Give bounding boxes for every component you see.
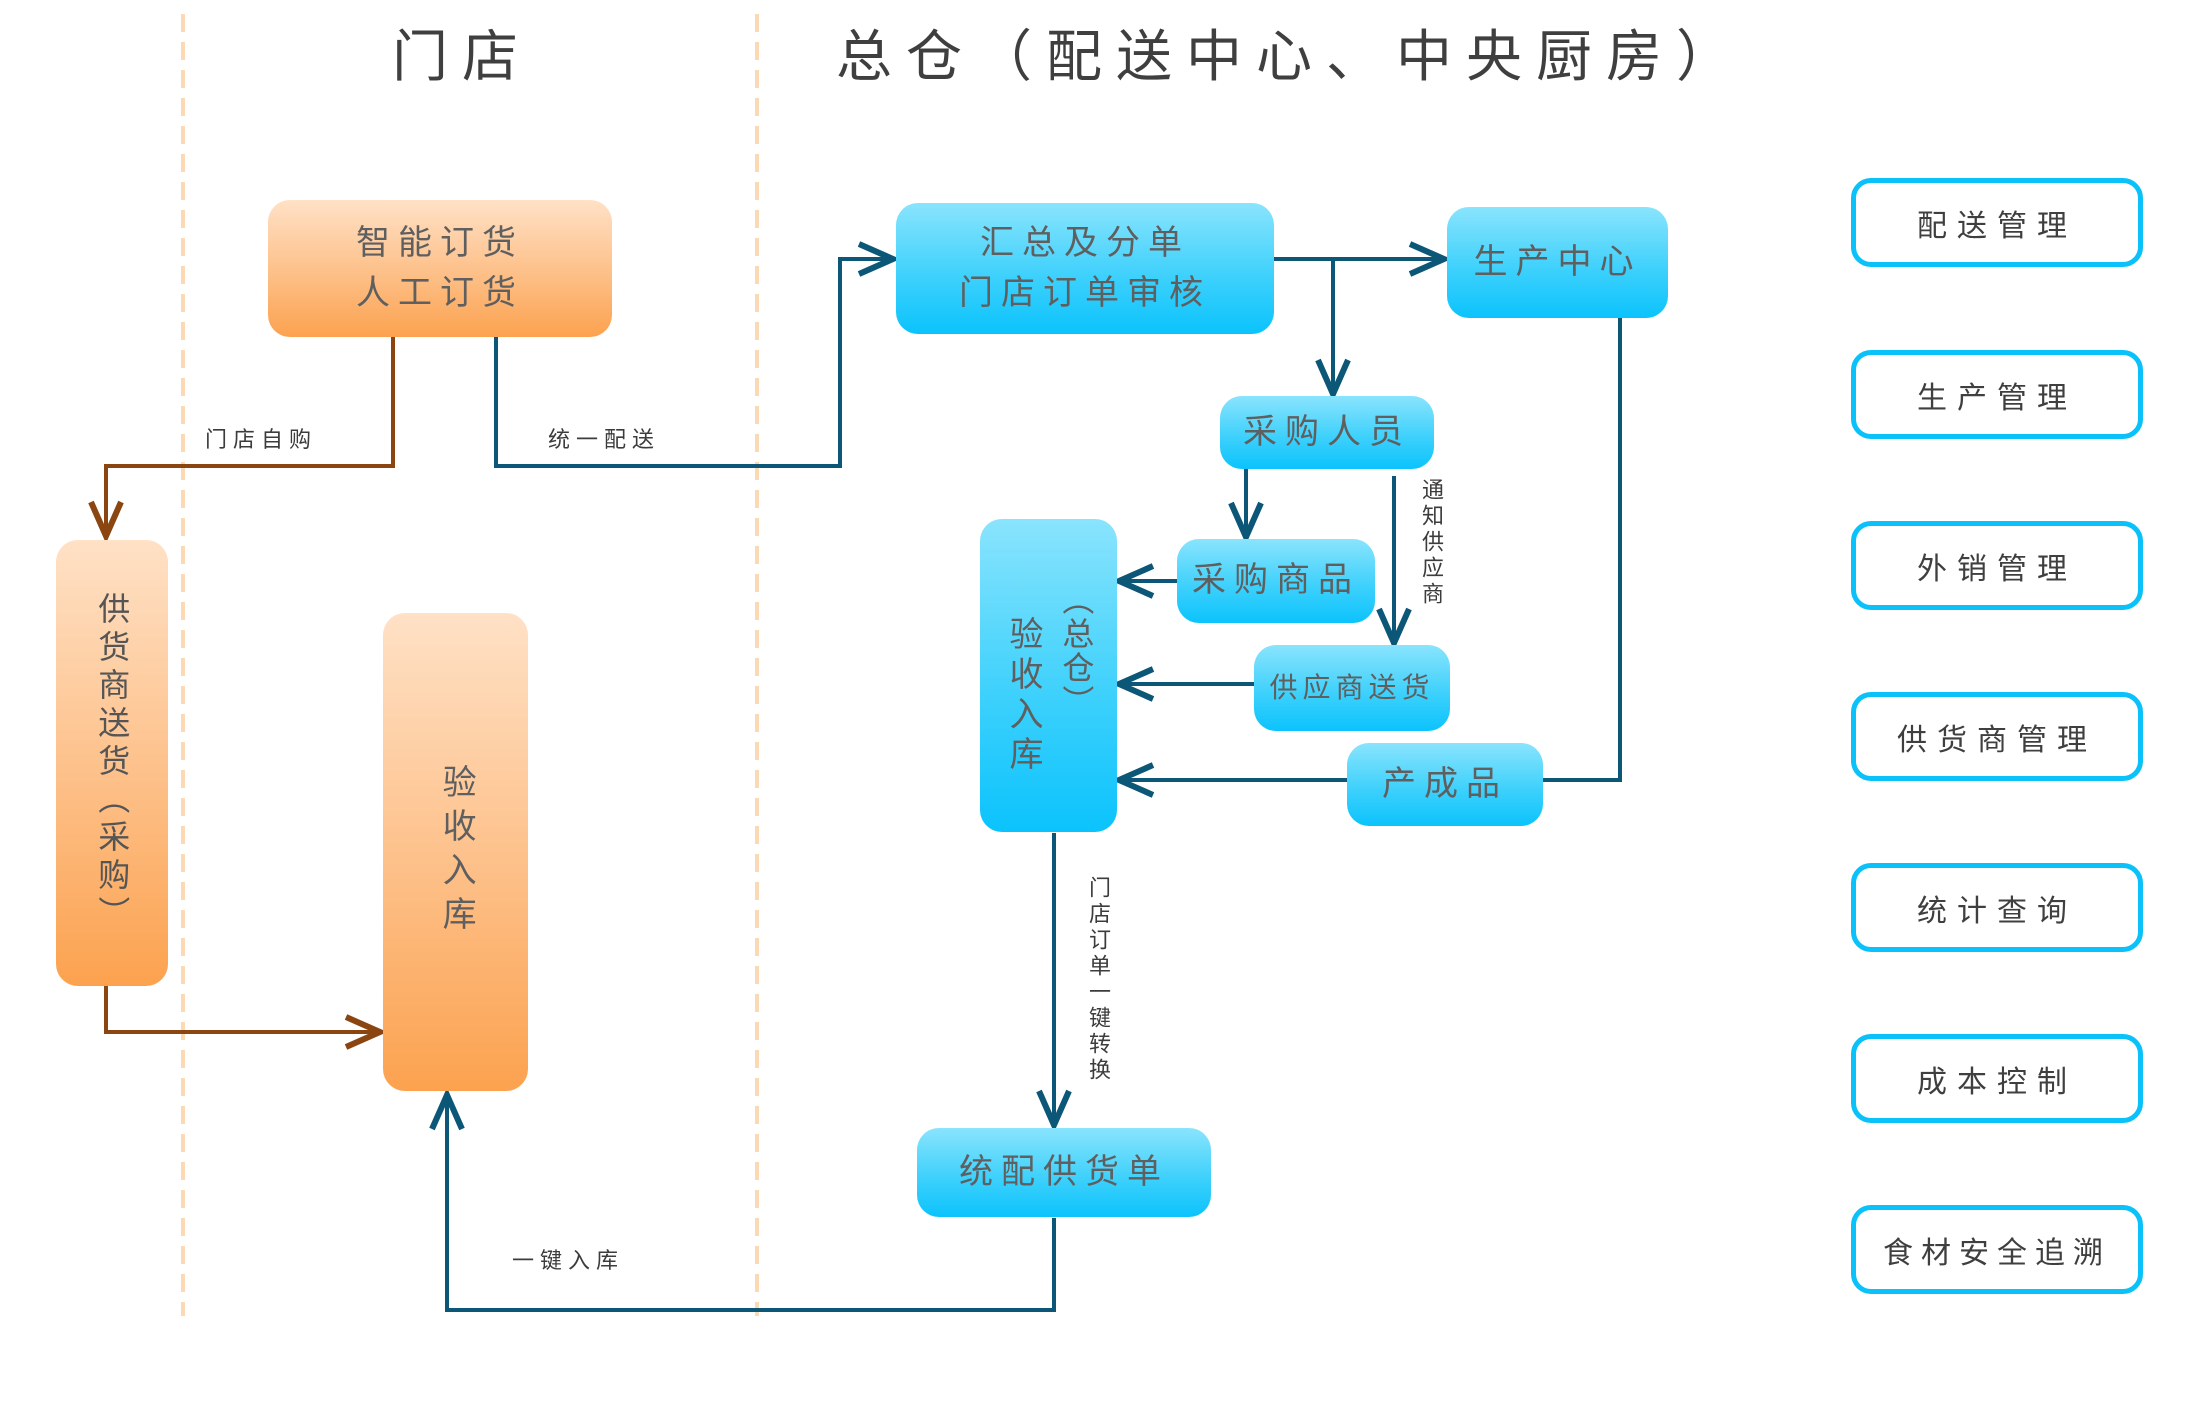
one-click-convert-label: 门店订单一键转换	[1085, 876, 1110, 1084]
module-production-management[interactable]: 生产管理	[1851, 350, 2143, 439]
central-receiving-box[interactable]: 验收入库 （总仓）	[980, 519, 1117, 832]
smart-order-label: 智能订货	[356, 223, 524, 264]
store-lane-title: 门店	[392, 25, 532, 90]
module-food-safety-traceability[interactable]: 食材安全追溯	[1851, 1205, 2143, 1294]
connector-unified-delivery	[494, 259, 893, 468]
connector-supplier-to-receiving	[104, 986, 380, 1032]
distribution-order-box[interactable]: 统配供货单	[917, 1128, 1211, 1217]
supplier-delivery-central-box[interactable]: 供应商送货	[1254, 645, 1450, 731]
production-center-box[interactable]: 生产中心	[1447, 207, 1668, 318]
purchased-goods-box[interactable]: 采购商品	[1177, 539, 1375, 623]
purchaser-box[interactable]: 采购人员	[1220, 396, 1434, 469]
connector-self-purchase	[106, 337, 395, 536]
notify-supplier-label: 通知供应商	[1418, 478, 1443, 608]
module-statistics-query[interactable]: 统计查询	[1851, 863, 2143, 952]
module-external-sales-management[interactable]: 外销管理	[1851, 521, 2143, 610]
warehouse-lane-title: 总仓（配送中心、中央厨房）	[836, 25, 1746, 90]
store-order-box[interactable]: 智能订货 人工订货	[268, 200, 612, 337]
central-receiving-sub-label: （总仓）	[1057, 582, 1096, 719]
order-review-label: 门店订单审核	[959, 272, 1211, 313]
connector-distribution-to-store-receiving	[447, 1095, 1056, 1312]
self-purchase-label: 门店自购	[205, 428, 318, 453]
manual-order-label: 人工订货	[356, 272, 524, 313]
summary-split-label: 汇总及分单	[980, 223, 1190, 264]
store-receiving-box[interactable]: 验收入库	[383, 613, 528, 1091]
summary-box[interactable]: 汇总及分单 门店订单审核	[896, 203, 1274, 334]
one-click-stock-in-label: 一键入库	[512, 1249, 625, 1274]
supplier-delivery-box[interactable]: 供货商送货（采购）	[56, 540, 168, 986]
finished-products-box[interactable]: 产成品	[1347, 743, 1543, 826]
module-cost-control[interactable]: 成本控制	[1851, 1034, 2143, 1123]
connector-production-to-finished	[1543, 318, 1622, 782]
module-supplier-management[interactable]: 供货商管理	[1851, 692, 2143, 781]
unified-delivery-label: 统一配送	[548, 428, 661, 453]
module-distribution-management[interactable]: 配送管理	[1851, 178, 2143, 267]
central-receiving-main-label: 验收入库	[1002, 615, 1043, 776]
